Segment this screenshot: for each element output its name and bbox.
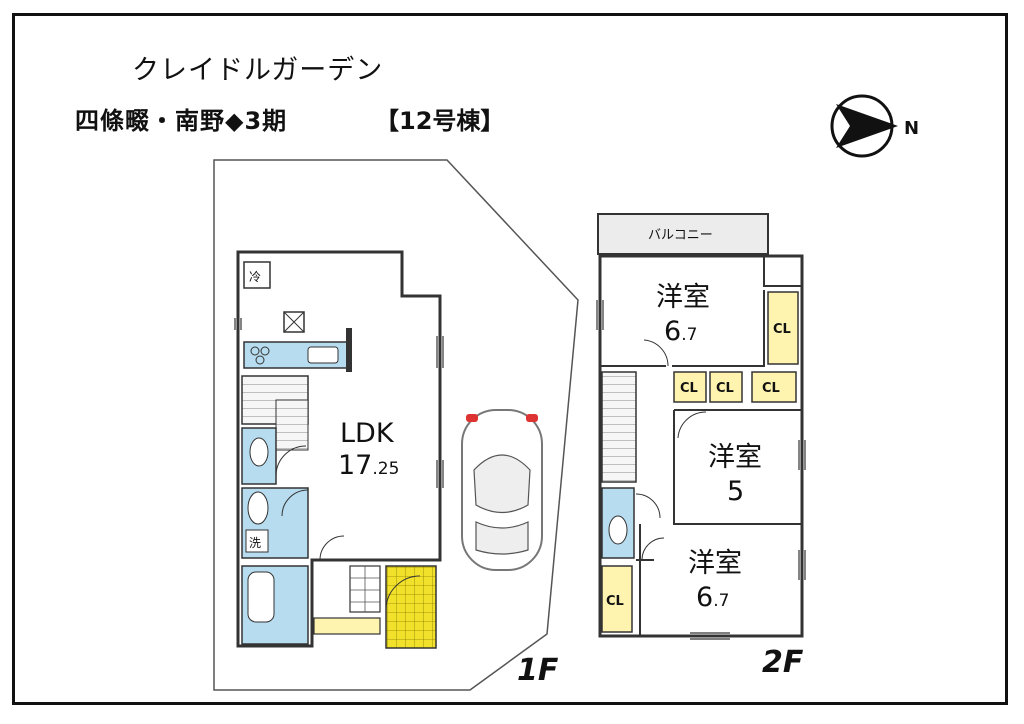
washbasin-icon xyxy=(247,491,269,525)
door-swing-3 xyxy=(319,535,345,561)
closet-room3 xyxy=(601,565,633,633)
closet-c xyxy=(751,371,797,403)
ldk-size: 17.25 xyxy=(338,450,399,481)
balcony-label: バルコニー xyxy=(648,228,713,243)
floor2-outer-wall xyxy=(598,254,804,638)
property-location: 四條畷・南野◆3期 xyxy=(75,107,288,135)
room2-walls xyxy=(673,409,802,525)
washer-box xyxy=(245,529,269,553)
entrance-tiles xyxy=(385,565,437,649)
stove-icon xyxy=(250,346,270,365)
room3-size-main: 6 xyxy=(696,582,713,613)
property-name: クレイドルガーデン xyxy=(132,55,384,86)
closet-b xyxy=(709,371,743,403)
closet-a-label: CL xyxy=(680,381,698,396)
car-icon xyxy=(461,409,543,571)
toilet-icon xyxy=(249,437,269,467)
door-swing-2f-3 xyxy=(635,493,661,519)
compass-arrow-icon xyxy=(836,104,898,148)
sink-icon xyxy=(307,346,339,364)
entry-step xyxy=(313,617,381,635)
closet-c-label: CL xyxy=(762,381,780,396)
shoe-storage-grid xyxy=(350,566,380,612)
compass: N xyxy=(830,94,919,158)
closet-room1 xyxy=(767,291,799,365)
window-marks-2f xyxy=(596,300,806,640)
ldk-name: LDK xyxy=(340,418,395,449)
washer-label: 洗 xyxy=(249,536,261,550)
compass-label: N xyxy=(904,118,919,139)
fridge-box xyxy=(243,261,271,289)
room1-name: 洋室 xyxy=(656,282,710,313)
closet-room1-label: CL xyxy=(773,322,791,337)
room2-size: 5 xyxy=(727,476,744,507)
room2-name: 洋室 xyxy=(708,442,762,473)
floor1-plan: 冷 洗 xyxy=(213,159,579,691)
window-marks xyxy=(234,318,444,488)
staircase-2f xyxy=(601,371,637,483)
staircase-1f-lower xyxy=(275,399,309,451)
range-hood-cross xyxy=(283,311,305,333)
room3-name: 洋室 xyxy=(688,548,742,579)
door-swing-1 xyxy=(275,445,307,477)
closet-b-label: CL xyxy=(716,381,734,396)
room3-size-sub: .7 xyxy=(713,591,729,611)
room1-size-main: 6 xyxy=(664,316,681,347)
floor1-label: 1F xyxy=(517,653,559,688)
building-number: 【12号棟】 xyxy=(375,107,505,135)
counter-wall xyxy=(346,328,352,372)
door-swing-2f-2 xyxy=(677,411,707,439)
floor2-label: 2F xyxy=(762,645,804,680)
door-swing-2 xyxy=(281,489,309,517)
floor2-plan: バルコニー CL CL CL CL CL 洋室 xyxy=(596,213,806,680)
closet-room3-label: CL xyxy=(606,594,624,609)
entrance-door-swing xyxy=(385,575,421,611)
floor2-notch xyxy=(763,256,802,287)
room1-walls xyxy=(600,290,765,367)
room3-walls xyxy=(636,524,654,636)
balcony xyxy=(597,213,769,255)
room1-size-sub: .7 xyxy=(681,325,697,345)
room3-size: 6.7 xyxy=(696,582,729,613)
closet-a xyxy=(673,371,707,403)
ldk-size-main: 17 xyxy=(338,450,372,481)
ldk-size-sub: .25 xyxy=(372,459,399,479)
fridge-label: 冷 xyxy=(249,270,261,284)
toilet-2f-icon xyxy=(608,515,628,545)
room1-size: 6.7 xyxy=(664,316,697,347)
door-swing-2f-1 xyxy=(643,339,669,367)
door-swing-2f-4 xyxy=(641,537,665,561)
bathtub-icon xyxy=(247,571,275,623)
lot-boundary xyxy=(213,159,579,691)
